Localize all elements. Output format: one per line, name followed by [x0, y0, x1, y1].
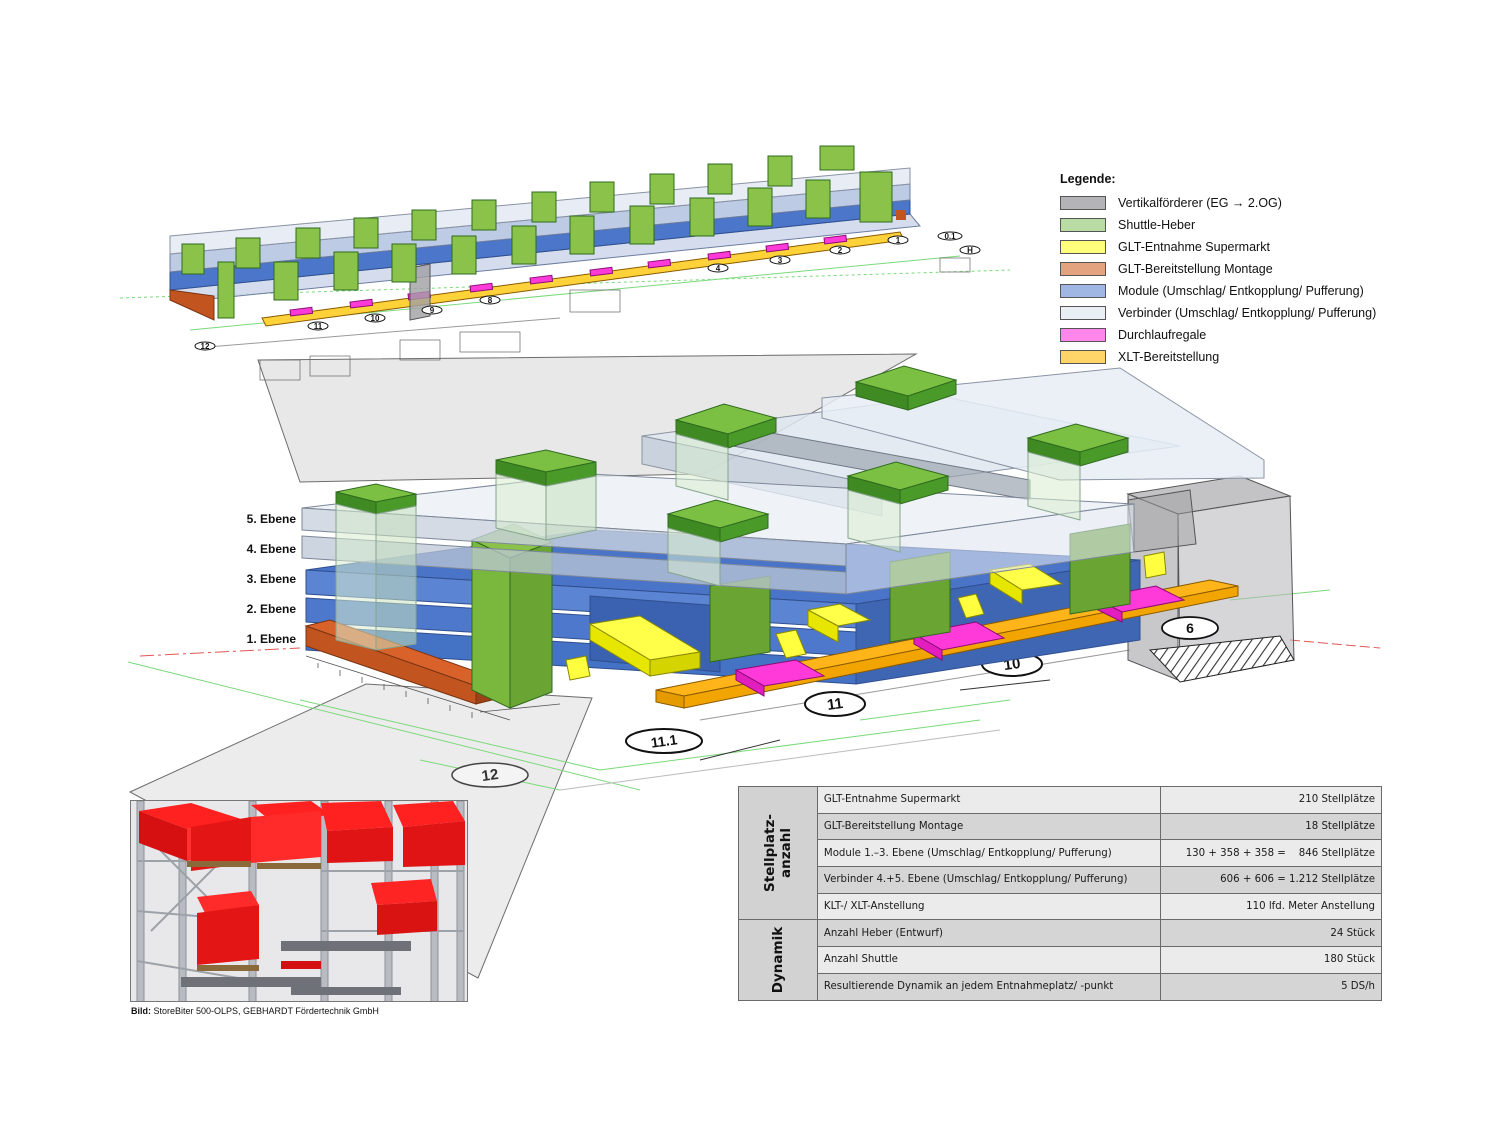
- legend-label: XLT-Bereitstellung: [1118, 350, 1220, 364]
- group-cell-dynamik: Dynamik: [738, 919, 818, 1001]
- legend-label: Durchlaufregale: [1118, 328, 1207, 342]
- legend-swatch: [1060, 328, 1106, 342]
- row-value: 180 Stück: [1160, 946, 1382, 974]
- shuttle-rack-image: [131, 801, 467, 1001]
- legend-swatch: [1060, 218, 1106, 232]
- row-label: Module 1.–3. Ebene (Umschlag/ Entkopplun…: [816, 839, 1162, 868]
- row-label: GLT-Entnahme Supermarkt: [816, 786, 1162, 814]
- row-label: Anzahl Shuttle: [816, 946, 1162, 974]
- top-marker-3: 3: [778, 256, 783, 265]
- row-value: 24 Stück: [1160, 919, 1382, 948]
- group-title-stellplatz: Stellplatz- anzahl: [761, 814, 794, 893]
- row-value: 130 + 358 + 358 = 846 Stellplätze: [1160, 839, 1382, 868]
- legend-item-vertikalfoerderer: Vertikalförderer (EG → 2.OG): [1060, 192, 1390, 214]
- stats-table: Stellplatz- anzahl GLT-Entnahme Supermar…: [738, 785, 1382, 1001]
- table-row: Module 1.–3. Ebene (Umschlag/ Entkopplun…: [739, 839, 1382, 868]
- legend: Legende: Vertikalförderer (EG → 2.OG) Sh…: [1060, 172, 1390, 368]
- top-marker-h: H: [967, 246, 973, 255]
- top-marker-1: 1: [896, 236, 901, 245]
- table-row: Resultierende Dynamik an jedem Entnahmep…: [739, 972, 1382, 1001]
- group-title-dynamik: Dynamik: [769, 926, 786, 994]
- caption-text: StoreBiter 500-OLPS, GEBHARDT Fördertech…: [151, 1006, 379, 1016]
- table-row: Verbinder 4.+5. Ebene (Umschlag/ Entkopp…: [739, 866, 1382, 894]
- caption-label: Bild:: [131, 1006, 151, 1016]
- top-marker-4: 4: [716, 264, 721, 273]
- row-label: GLT-Bereitstellung Montage: [816, 812, 1162, 841]
- svg-text:12: 12: [481, 766, 500, 785]
- legend-swatch: [1060, 262, 1106, 276]
- row-label: Resultierende Dynamik an jedem Entnahmep…: [816, 972, 1162, 1001]
- top-marker-10: 10: [371, 314, 380, 323]
- legend-label: Vertikalförderer (EG → 2.OG): [1118, 196, 1282, 210]
- row-value: 5 DS/h: [1160, 972, 1382, 1001]
- row-label: Anzahl Heber (Entwurf): [816, 919, 1162, 948]
- plan-marker-11-1: 11.1: [625, 728, 703, 754]
- legend-item-glt-bereitstellung: GLT-Bereitstellung Montage: [1060, 258, 1390, 280]
- vertical-conveyor: 6: [1126, 475, 1295, 683]
- table-row: GLT-Bereitstellung Montage 18 Stellplätz…: [739, 812, 1382, 841]
- product-photo: [130, 800, 468, 1002]
- svg-text:11.1: 11.1: [650, 731, 679, 751]
- legend-label: Shuttle-Heber: [1118, 218, 1196, 232]
- legend-item-durchlaufregale: Durchlaufregale: [1060, 324, 1390, 346]
- photo-caption: Bild: StoreBiter 500-OLPS, GEBHARDT Förd…: [131, 1006, 379, 1016]
- row-value: 18 Stellplätze: [1160, 812, 1382, 841]
- legend-swatch: [1060, 196, 1106, 210]
- legend-swatch: [1060, 284, 1106, 298]
- group-cell-stellplatz: Stellplatz- anzahl: [738, 785, 818, 921]
- legend-swatch: [1060, 350, 1106, 364]
- top-marker-9: 9: [430, 306, 435, 315]
- level-label-1: 1. Ebene: [246, 632, 296, 646]
- top-marker-12: 12: [201, 342, 210, 351]
- table-row: KLT-/ XLT-Anstellung 110 lfd. Meter Anst…: [739, 892, 1382, 921]
- legend-title: Legende:: [1060, 172, 1116, 186]
- top-marker-2: 2: [838, 246, 843, 255]
- row-value: 110 lfd. Meter Anstellung: [1160, 892, 1382, 921]
- level-label-3: 3. Ebene: [246, 572, 296, 586]
- legend-item-module: Module (Umschlag/ Entkopplung/ Pufferung…: [1060, 280, 1390, 302]
- top-marker-8: 8: [488, 296, 493, 305]
- legend-label: Verbinder (Umschlag/ Entkopplung/ Puffer…: [1118, 306, 1377, 320]
- lift-caps: [335, 365, 1130, 651]
- table-row: Stellplatz- anzahl GLT-Entnahme Supermar…: [738, 785, 1382, 921]
- level-label-5: 5. Ebene: [246, 512, 296, 526]
- top-marker-11: 11: [314, 322, 323, 331]
- plan-marker-11: 11: [804, 691, 866, 717]
- row-label: Verbinder 4.+5. Ebene (Umschlag/ Entkopp…: [816, 866, 1162, 894]
- level-label-2: 2. Ebene: [246, 602, 296, 616]
- ground-grid: [305, 655, 561, 721]
- floor-plan-lines: [127, 589, 1381, 791]
- row-label: KLT-/ XLT-Anstellung: [816, 892, 1162, 921]
- legend-item-verbinder: Verbinder (Umschlag/ Entkopplung/ Puffer…: [1060, 302, 1390, 324]
- top-marker-0-1: 0.1: [944, 232, 956, 241]
- legend-label: GLT-Bereitstellung Montage: [1118, 262, 1273, 276]
- row-value: 606 + 606 = 1.212 Stellplätze: [1160, 866, 1382, 894]
- legend-label: GLT-Entnahme Supermarkt: [1118, 240, 1270, 254]
- plan-marker-12: 12: [451, 762, 529, 788]
- legend-item-shuttle-heber: Shuttle-Heber: [1060, 214, 1390, 236]
- legend-swatch: [1060, 240, 1106, 254]
- legend-item-glt-entnahme: GLT-Entnahme Supermarkt: [1060, 236, 1390, 258]
- table-row: Dynamik Anzahl Heber (Entwurf) 24 Stück: [738, 919, 1382, 1001]
- table-row: Anzahl Shuttle 180 Stück: [739, 946, 1382, 974]
- legend-label: Module (Umschlag/ Entkopplung/ Pufferung…: [1118, 284, 1364, 298]
- legend-swatch: [1060, 306, 1106, 320]
- svg-text:11: 11: [826, 695, 844, 714]
- overview-plan: 12 11 10 9 8 4 3 2 1 0.1 H: [119, 145, 1011, 381]
- legend-item-xlt-bereitstellung: XLT-Bereitstellung: [1060, 346, 1390, 368]
- row-value: 210 Stellplätze: [1160, 786, 1382, 814]
- level-label-4: 4. Ebene: [246, 542, 296, 556]
- plan-marker-6: 6: [1186, 620, 1194, 636]
